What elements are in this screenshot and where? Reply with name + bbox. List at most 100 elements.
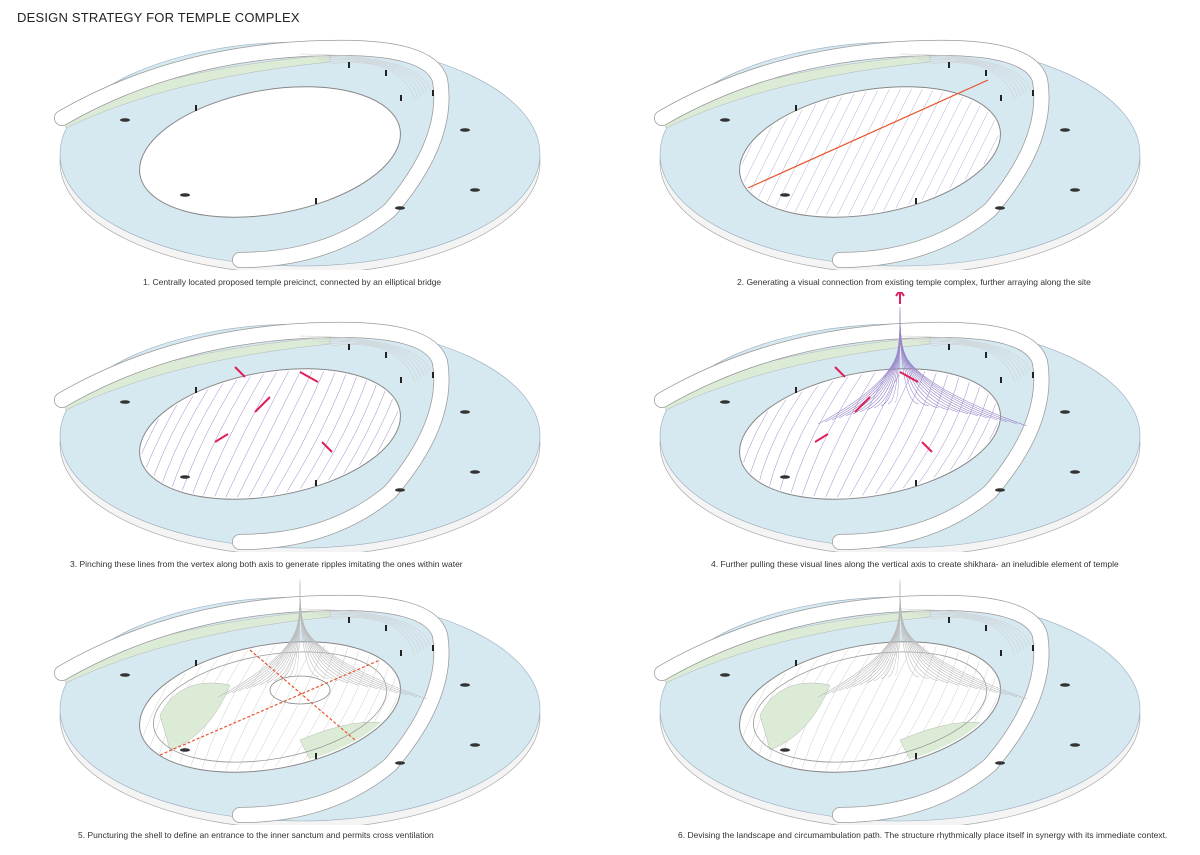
bridge-step-line — [323, 342, 419, 381]
pinch-arrow — [299, 371, 319, 383]
boat-icon — [995, 488, 1005, 492]
contour-line — [240, 352, 322, 513]
bridge-step-line — [323, 60, 419, 99]
contour-line — [829, 352, 911, 513]
boat-icon — [995, 761, 1005, 765]
shikhara-contour — [873, 588, 949, 684]
shikhara-contour — [866, 591, 959, 686]
shikhara-contour — [859, 594, 969, 688]
person-figure — [315, 753, 317, 759]
contour-line — [600, 70, 668, 230]
caption-5: 5. Puncturing the shell to define an ent… — [78, 830, 434, 840]
person-figure — [385, 625, 387, 631]
diagram-panel-1: 1. Centrally located proposed temple pre… — [0, 10, 560, 287]
bridge-step-line — [911, 57, 1025, 95]
pinch-arrow — [214, 433, 229, 443]
boat-icon — [780, 748, 790, 752]
person-figure — [400, 650, 402, 656]
boat-icon — [1070, 470, 1080, 474]
shikhara-contour — [824, 609, 1018, 698]
person-figure — [1032, 90, 1034, 96]
shikhara-contour — [259, 594, 369, 688]
person-figure — [400, 95, 402, 101]
boat-icon — [1070, 743, 1080, 747]
bridge-step-line — [923, 60, 1019, 99]
person-figure — [795, 387, 797, 393]
boat-icon — [395, 206, 405, 210]
boat-icon — [460, 683, 470, 687]
shikhara-contour — [824, 336, 1018, 425]
boat-icon — [780, 193, 790, 197]
caption-1: 1. Centrally located proposed temple pre… — [143, 277, 442, 287]
shikhara-contour — [852, 597, 978, 690]
person-figure — [432, 645, 434, 651]
pinch-arrow — [854, 396, 871, 413]
caption-3: 3. Pinching these lines from the vertex … — [70, 559, 463, 569]
person-figure — [915, 480, 917, 486]
bridge-step-line — [911, 612, 1025, 650]
site-diagram-3 — [0, 321, 541, 552]
person-figure — [348, 62, 350, 68]
bridge-step-line — [899, 608, 1031, 646]
boat-icon — [180, 193, 190, 197]
contour-line — [0, 352, 68, 512]
shikhara-contour — [831, 333, 1008, 423]
site-diagram-2 — [600, 39, 1141, 270]
person-figure — [432, 372, 434, 378]
person-figure — [1032, 645, 1034, 651]
pinch-arrow — [899, 371, 919, 383]
elliptical-bridge — [654, 595, 1049, 823]
contour-line — [840, 70, 922, 231]
bridge-step-line — [299, 53, 431, 91]
shikhara-contour — [859, 321, 969, 415]
diagram-panel-3: 3. Pinching these lines from the vertex … — [0, 292, 560, 569]
shikhara-contour — [894, 306, 920, 405]
boat-icon — [120, 673, 130, 677]
bridge-step-line — [329, 62, 416, 101]
entrance-axis — [249, 649, 356, 741]
person-figure — [348, 617, 350, 623]
contour-line — [229, 352, 311, 513]
contour-line — [600, 625, 646, 785]
person-figure — [985, 625, 987, 631]
shikhara-contour — [852, 324, 978, 417]
bridge-step-line — [329, 617, 416, 656]
shikhara-contour — [217, 612, 427, 700]
shikhara-contour — [880, 312, 939, 409]
boat-icon — [460, 128, 470, 132]
shikhara-contour — [866, 318, 959, 413]
caption-4: 4. Further pulling these visual lines al… — [711, 559, 1119, 569]
person-figure — [915, 198, 917, 204]
person-figure — [948, 617, 950, 623]
person-figure — [915, 753, 917, 759]
bridge-step-line — [905, 610, 1028, 648]
bridge-step-line — [923, 342, 1019, 381]
bridge-step-line — [917, 614, 1022, 652]
bridge-step-line — [305, 55, 428, 93]
bridge-step-line — [899, 53, 1031, 91]
bridge-step-line — [311, 339, 425, 377]
boat-icon — [180, 748, 190, 752]
elliptical-bridge — [654, 40, 1049, 268]
shikhara-contour — [831, 606, 1008, 696]
person-figure — [315, 480, 317, 486]
contour-line — [600, 352, 668, 512]
page-title: DESIGN STRATEGY FOR TEMPLE COMPLEX — [17, 10, 300, 25]
pinch-arrow — [814, 433, 829, 443]
elliptical-bridge — [54, 40, 449, 268]
diagram-panel-5: 5. Puncturing the shell to define an ent… — [0, 565, 560, 840]
elliptical-bridge — [54, 595, 449, 823]
shikhara-contour — [287, 582, 329, 680]
bridge-step-line — [911, 339, 1025, 377]
person-figure — [1000, 95, 1002, 101]
bridge-step-line — [917, 59, 1022, 97]
contour-line — [600, 352, 646, 512]
boat-icon — [180, 475, 190, 479]
contour-line — [0, 625, 57, 785]
person-figure — [195, 660, 197, 666]
pinch-arrow — [834, 366, 846, 378]
boat-icon — [1060, 128, 1070, 132]
boat-icon — [460, 410, 470, 414]
person-figure — [1000, 377, 1002, 383]
shikhara-contour — [238, 603, 398, 694]
